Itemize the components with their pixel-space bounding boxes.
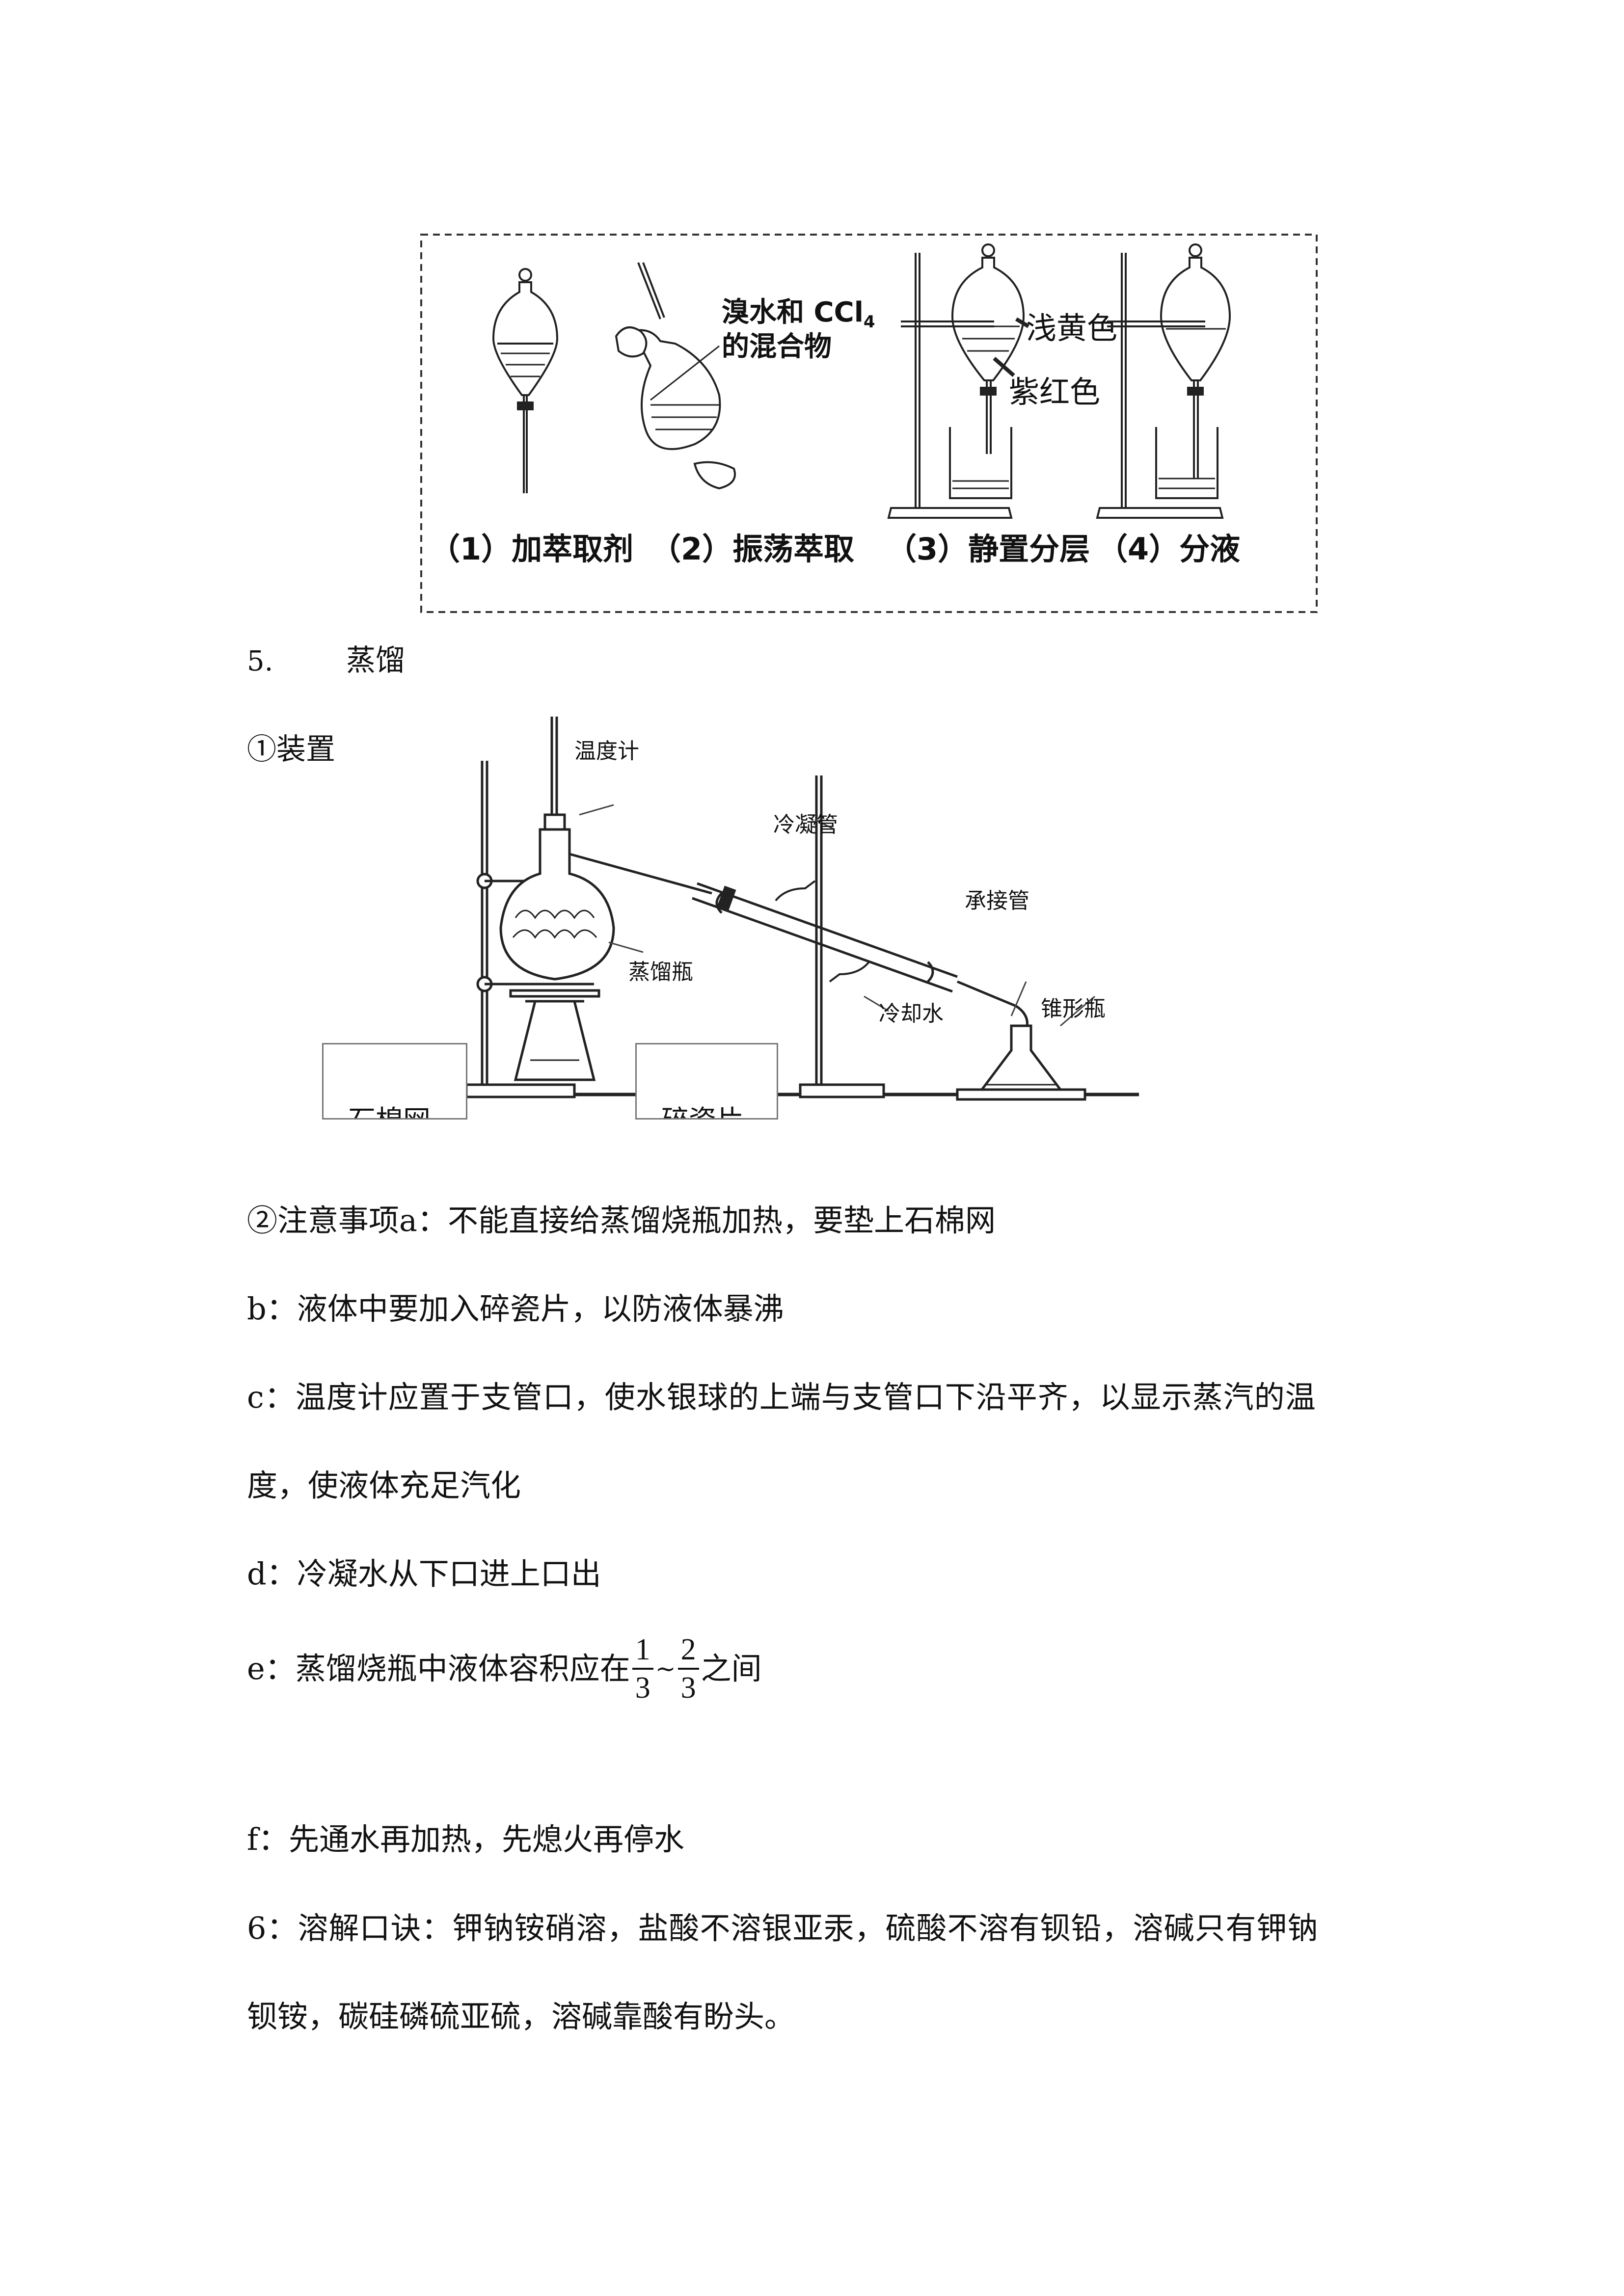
thermometer-label: 温度计: [574, 739, 639, 764]
fraction-one-third: 1 3: [632, 1634, 653, 1703]
cooling-water-label: 冷却水: [879, 1001, 944, 1026]
fraction2-numerator: 2: [677, 1634, 699, 1670]
note-e-suffix: 之间: [701, 1651, 762, 1686]
note-e: e：蒸馏烧瓶中液体容积应在 1 3 ~ 2 3 之间: [247, 1634, 762, 1703]
extraction-figure: 溴水和 CCl4 的混合物 浅黄色 紫红色: [420, 233, 1318, 614]
stand-4: [1096, 243, 1231, 519]
note-a: ②注意事项a：不能直接给蒸馏烧瓶加热，要垫上石棉网: [247, 1202, 996, 1238]
extraction-diagram: 溴水和 CCl4 的混合物 浅黄色 紫红色: [420, 234, 1318, 613]
section6-line1: 6：溶解口诀：钾钠铵硝溶，盐酸不溶银亚汞，硫酸不溶有钡铅，溶碱只有钾钠: [247, 1910, 1319, 1946]
porcelain-chips-label-box: 碎瓷片: [635, 1043, 778, 1120]
conical-flask-label: 锥形瓶: [1041, 996, 1106, 1021]
step2-label: （2）振荡萃取: [650, 531, 854, 567]
step1-label: （1）加萃取剂: [430, 531, 633, 567]
fraction1-denominator: 3: [635, 1671, 650, 1705]
fraction1-numerator: 1: [632, 1634, 653, 1670]
distillation-diagram: 温度计 冷凝管 承接管 蒸馏瓶 冷却水 锥形瓶: [465, 717, 1139, 1101]
section6-line2: 钡铵，碳硅磷硫亚硫，溶碱靠酸有盼头。: [247, 1999, 795, 2034]
mixture-label: 溴水和 CCl4: [722, 296, 875, 332]
fraction-two-thirds: 2 3: [677, 1634, 699, 1705]
note-e-prefix: e：蒸馏烧瓶中液体容积应在: [247, 1651, 630, 1686]
asbestos-net-label: 石棉网: [348, 1098, 431, 1118]
fraction2-denominator: 3: [680, 1671, 696, 1705]
condenser-label: 冷凝管: [773, 812, 838, 837]
note-c-line1: c：温度计应置于支管口，使水银球的上端与支管口下沿平齐，以显示蒸汽的温: [247, 1379, 1316, 1415]
section5-title: 蒸馏: [346, 643, 405, 678]
section5-number: 5.: [247, 645, 273, 677]
tilde: ~: [655, 1655, 676, 1683]
note-b: b：液体中要加入碎瓷片，以防液体暴沸: [247, 1291, 784, 1327]
note-f: f：先通水再加热，先熄火再停水: [247, 1821, 684, 1857]
flask-label: 蒸馏瓶: [628, 960, 693, 985]
mixture-label-line2: 的混合物: [722, 331, 832, 363]
note-d: d：冷凝水从下口进上口出: [247, 1556, 601, 1592]
stand-3: [887, 243, 1025, 519]
separatory-funnel-1: [492, 268, 559, 493]
step3-label: （3）静置分层: [886, 531, 1090, 567]
lower-layer-label: 紫红色: [1009, 374, 1100, 410]
apparatus-heading: ①装置: [247, 732, 335, 767]
shaking-funnel: [615, 262, 736, 490]
adapter-label: 承接管: [965, 888, 1029, 913]
note-c-line2: 度，使液体充足汽化: [247, 1468, 521, 1503]
porcelain-chips-label: 碎瓷片: [661, 1098, 744, 1118]
distillation-figure: 温度计 冷凝管 承接管 蒸馏瓶 冷却水 锥形瓶: [319, 707, 1154, 1119]
asbestos-net-label-box: 石棉网: [322, 1043, 467, 1120]
step4-label: （4）分液: [1097, 531, 1240, 567]
upper-layer-label: 浅黄色: [1026, 310, 1117, 346]
